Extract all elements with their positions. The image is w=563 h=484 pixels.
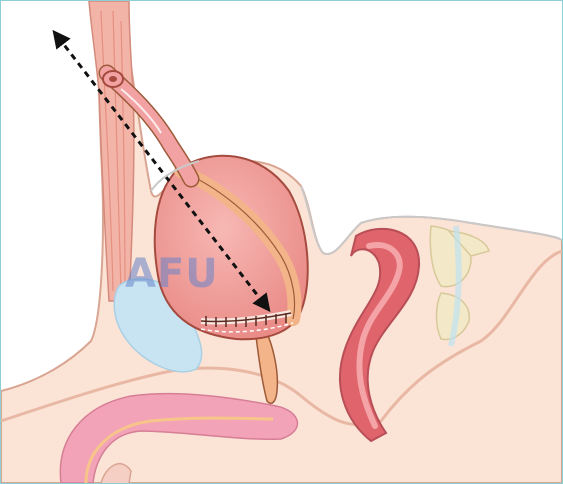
- muscle: [89, 1, 134, 301]
- stoma-lumen: [109, 76, 117, 82]
